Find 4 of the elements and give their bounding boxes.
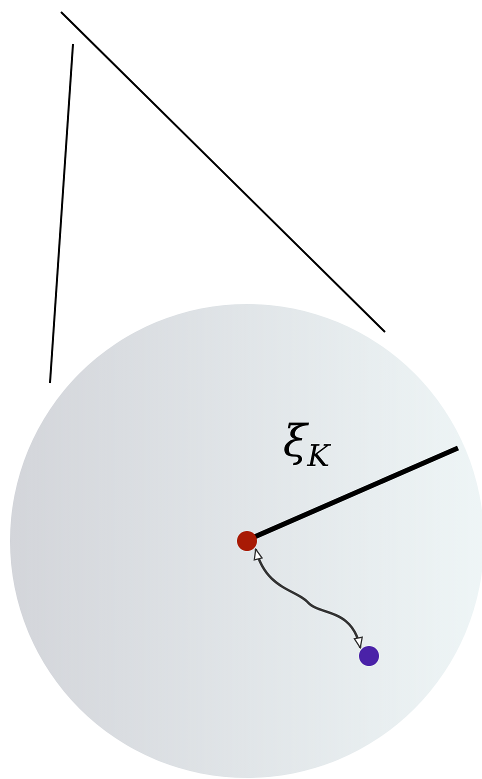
particle-dot (237, 531, 257, 551)
radius-label: ξ$_{K}$ (283, 420, 330, 472)
particle-dot (359, 646, 379, 666)
double-arrow (254, 548, 362, 648)
